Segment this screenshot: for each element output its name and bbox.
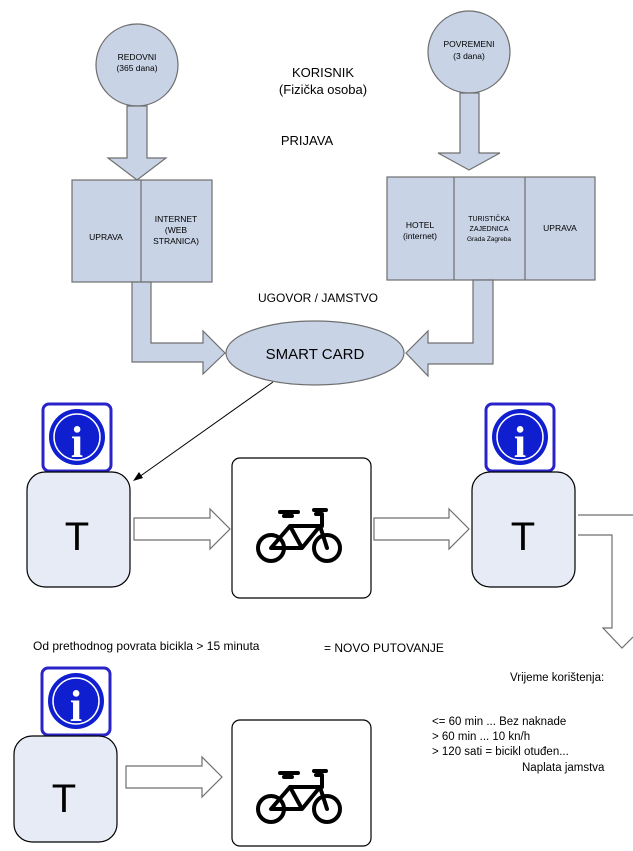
info-sign-3: i <box>40 666 112 737</box>
internet-label-3: STRANICA) <box>153 236 199 246</box>
left-channels-box: UPRAVA INTERNET (WEB STRANICA) <box>71 179 213 283</box>
usage-line-1: <= 60 min ... Bez naknade <box>432 716 566 728</box>
elbow-arrow-right <box>405 279 494 378</box>
tourist-label-2: ZAJEDNICA <box>470 226 509 233</box>
occasional-name: POVREMENI <box>443 39 494 49</box>
user-title: KORISNIK <box>292 65 354 80</box>
hotel-label-2: (internet) <box>403 231 437 241</box>
arrow-terminal-to-bike-1 <box>133 507 231 551</box>
occasional-period: (3 dana) <box>453 51 485 61</box>
user-type-regular: REDOVNI (365 dana) <box>95 23 179 107</box>
usage-line-2: > 60 min ... 10 kn/h <box>432 731 530 743</box>
down-arrow-right <box>437 92 501 171</box>
internet-label-2: (WEB <box>165 225 188 235</box>
tourist-label-1: TURISTIČKA <box>468 214 510 223</box>
terminal-3-letter: T <box>52 777 76 821</box>
terminal-1: T <box>26 471 131 588</box>
new-trip-condition: Od prethodnog povrata bicikla > 15 minut… <box>33 639 260 653</box>
smart-card: SMART CARD <box>225 320 405 386</box>
smart-card-label: SMART CARD <box>266 346 365 363</box>
elbow-arrow-down <box>578 514 633 649</box>
bike-station-2 <box>231 719 372 847</box>
registration-label: PRIJAVA <box>281 133 334 148</box>
right-admin-label: UPRAVA <box>543 223 577 233</box>
right-channels-box: HOTEL (internet) TURISTIČKA ZAJEDNICA Gr… <box>386 176 596 281</box>
card-to-terminal-arrowhead <box>133 472 143 481</box>
terminal-1-letter: T <box>65 515 89 559</box>
usage-line-4: Naplata jamstva <box>522 762 605 774</box>
elbow-arrow-left <box>131 281 226 376</box>
internet-label-1: INTERNET <box>155 214 198 224</box>
hotel-label-1: HOTEL <box>406 220 435 230</box>
info-letter-3: i <box>70 682 82 731</box>
info-letter-2: i <box>514 418 526 467</box>
terminal-2-letter: T <box>511 515 535 559</box>
regular-name: REDOVNI <box>118 52 157 62</box>
new-trip-result: = NOVO PUTOVANJE <box>324 641 444 655</box>
arrow-bike-to-terminal <box>373 507 470 551</box>
arrow-terminal-to-bike-2 <box>125 755 223 799</box>
info-sign-2: i <box>484 402 556 473</box>
info-sign-1: i <box>41 402 113 473</box>
terminal-2: T <box>471 471 576 588</box>
terminal-3: T <box>13 735 118 843</box>
card-to-terminal-line <box>138 381 274 478</box>
regular-period: (365 dana) <box>116 63 157 73</box>
user-subtitle: (Fizička osoba) <box>279 82 367 97</box>
left-admin-label: UPRAVA <box>89 232 123 242</box>
usage-title: Vrijeme korištenja: <box>510 672 604 684</box>
usage-line-3: > 120 sati = bicikl otuđen... <box>432 746 569 758</box>
bike-station-1 <box>231 457 372 599</box>
down-arrow-left <box>106 105 168 181</box>
contract-label: UGOVOR / JAMSTVO <box>258 291 378 305</box>
user-type-occasional: POVREMENI (3 dana) <box>427 10 511 94</box>
tourist-label-3: Grada Zagreba <box>467 236 511 243</box>
info-letter-1: i <box>71 418 83 467</box>
